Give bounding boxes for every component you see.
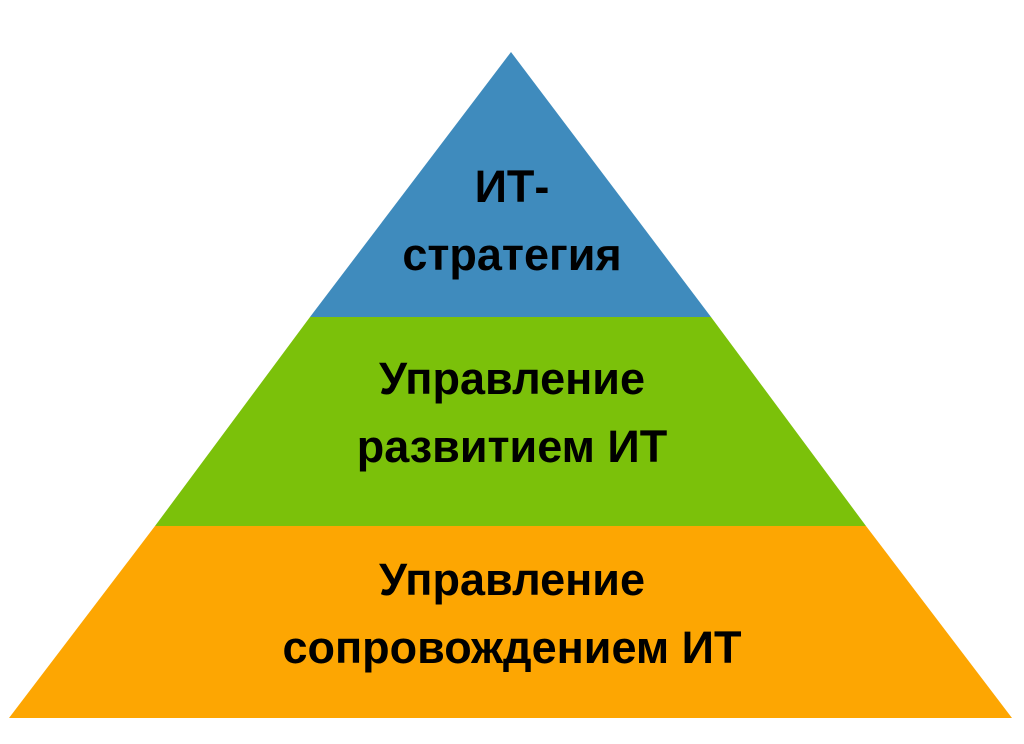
level-top-label: ИТ- стратегия bbox=[0, 153, 1024, 289]
pyramid-level-bottom bbox=[9, 526, 1012, 718]
level-bottom-label: Управление сопровождением ИТ bbox=[0, 546, 1024, 682]
pyramid-level-top bbox=[310, 52, 711, 317]
level-middle-line-2: развитием ИТ bbox=[356, 421, 668, 472]
level-middle-label: Управление развитием ИТ bbox=[0, 345, 1024, 481]
level-bottom-line-1: Управление bbox=[379, 554, 645, 605]
level-middle-line-1: Управление bbox=[379, 353, 645, 404]
pyramid-level-middle bbox=[155, 317, 866, 526]
level-bottom-line-2: сопровождением ИТ bbox=[282, 622, 742, 673]
level-top-line-2: стратегия bbox=[402, 229, 622, 280]
level-top-line-1: ИТ- bbox=[474, 161, 550, 212]
